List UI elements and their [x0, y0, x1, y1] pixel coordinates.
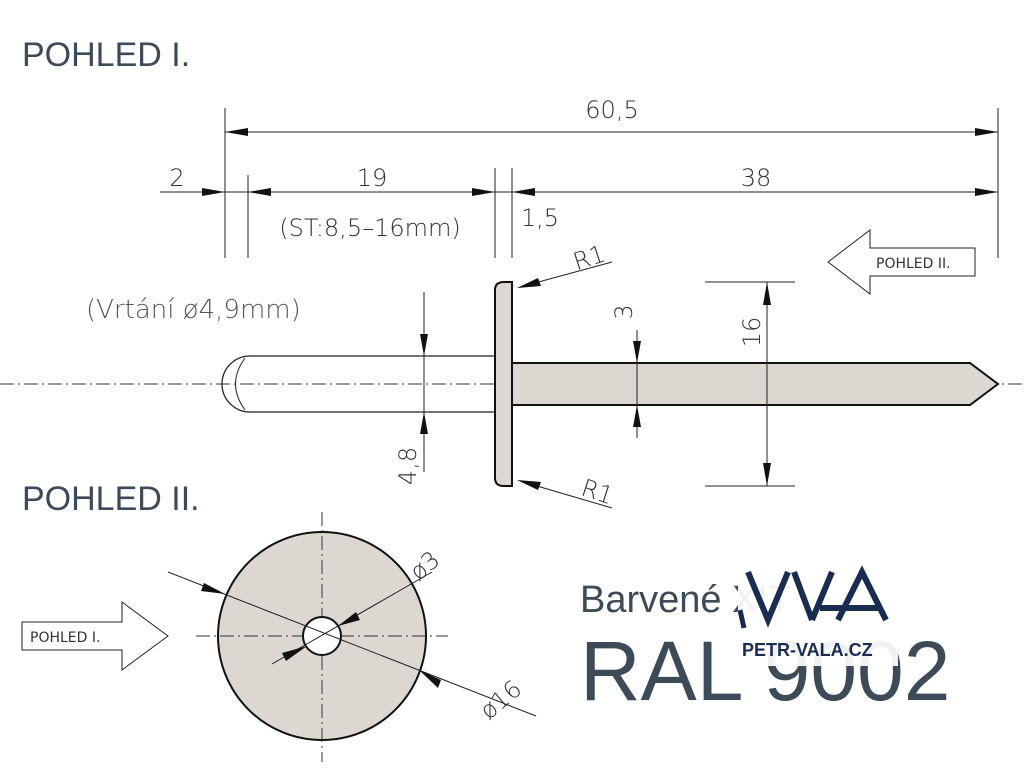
dim-body-dia: 4,8	[394, 447, 422, 485]
dim-mandrel-dia: 3	[610, 304, 638, 319]
dim-overall: 60,5	[585, 96, 638, 124]
dim-mandrel-length: 38	[741, 164, 772, 192]
rivet-mandrel	[511, 362, 1000, 406]
dim-grip: 19	[357, 164, 388, 192]
view2-title: POHLED II.	[22, 480, 200, 518]
dim-flange-dia: 16	[738, 317, 766, 348]
dim-r1-top: R1	[570, 240, 609, 277]
rivet-body	[221, 355, 495, 413]
dim-r1-bottom: R1	[578, 474, 617, 511]
dim-grip-range: (ST:8,5–16mm)	[279, 214, 461, 242]
petr-vala-logo: PETR-VALA.CZ	[737, 560, 898, 666]
view1-arrow-label: POHLED I.	[30, 630, 100, 646]
logo-url: PETR-VALA.CZ	[742, 640, 873, 660]
view2-arrow-label: POHLED II.	[876, 256, 951, 272]
mandrel-hole-circle	[302, 616, 342, 656]
leader-diameter-16	[167, 571, 537, 717]
view1-title: POHLED I.	[22, 36, 190, 74]
rivet-flange	[494, 281, 513, 487]
view2-arrow-shape	[827, 228, 976, 296]
rivet-tip-curve	[235, 357, 246, 411]
drill-note: (Vrtání ø4,9mm)	[86, 295, 301, 325]
dim-head-dia: ø16	[475, 675, 528, 726]
dim-flange-thickness: 1,5	[521, 204, 559, 232]
dim-head-offset: 2	[169, 164, 184, 192]
view1-arrow-shape	[21, 601, 169, 671]
